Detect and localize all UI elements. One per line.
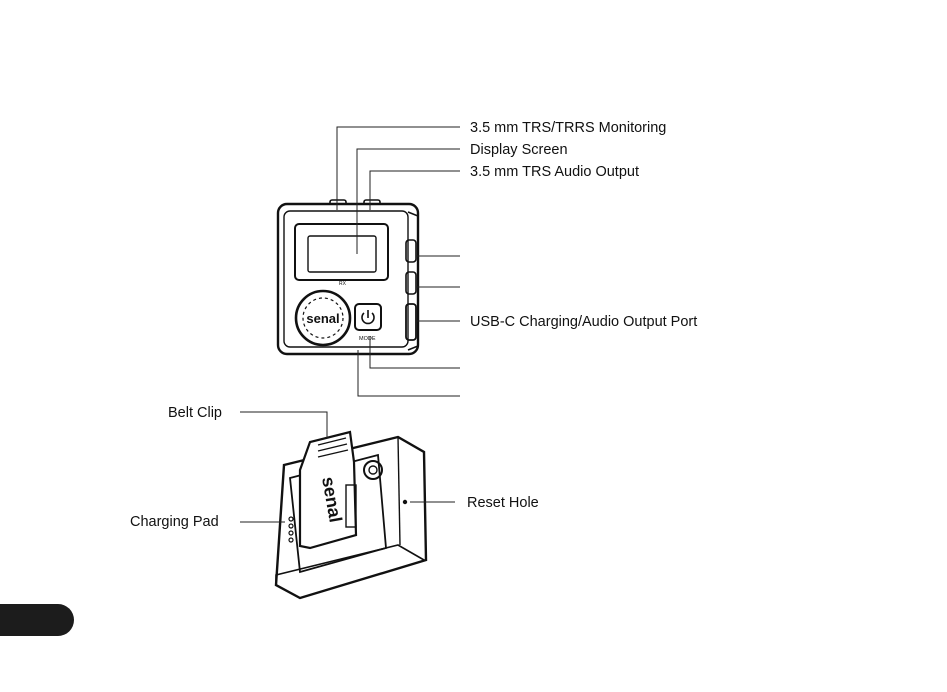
leader-audio-output	[369, 170, 460, 210]
display-screen-frame	[294, 223, 389, 281]
belt-clip	[298, 430, 358, 550]
side-button-lower	[405, 271, 417, 295]
label-display-screen: Display Screen	[470, 142, 568, 158]
front-logo: senal	[306, 311, 339, 326]
label-audio-output: 3.5 mm TRS Audio Output	[470, 164, 639, 180]
screen-label: RX	[339, 281, 347, 287]
label-belt-clip: Belt Clip	[168, 405, 222, 421]
senal-logo-disc	[294, 289, 352, 347]
power-button-label: MODE	[359, 336, 376, 342]
charging-pad-contacts	[288, 516, 294, 543]
label-reset-hole: Reset Hole	[467, 495, 539, 511]
power-mode-button	[354, 303, 382, 331]
leader-lines	[240, 126, 460, 523]
display-screen	[307, 235, 377, 273]
reset-hole	[402, 499, 408, 505]
side-button-upper	[405, 239, 417, 263]
label-monitoring: 3.5 mm TRS/TRRS Monitoring	[470, 120, 667, 136]
receiver-front-view	[276, 199, 420, 356]
clip-screw	[363, 460, 383, 480]
page-tab-marker	[0, 604, 74, 636]
label-usbc-port: USB-C Charging/Audio Output Port	[470, 314, 698, 330]
label-charging-pad: Charging Pad	[130, 514, 219, 530]
leader-power	[369, 336, 460, 369]
leader-belt-clip	[240, 411, 328, 438]
transmitter-back-view	[274, 430, 428, 600]
usbc-port	[405, 303, 417, 341]
leader-display	[356, 148, 460, 254]
leader-lower	[357, 350, 460, 397]
leader-monitoring	[336, 126, 460, 210]
